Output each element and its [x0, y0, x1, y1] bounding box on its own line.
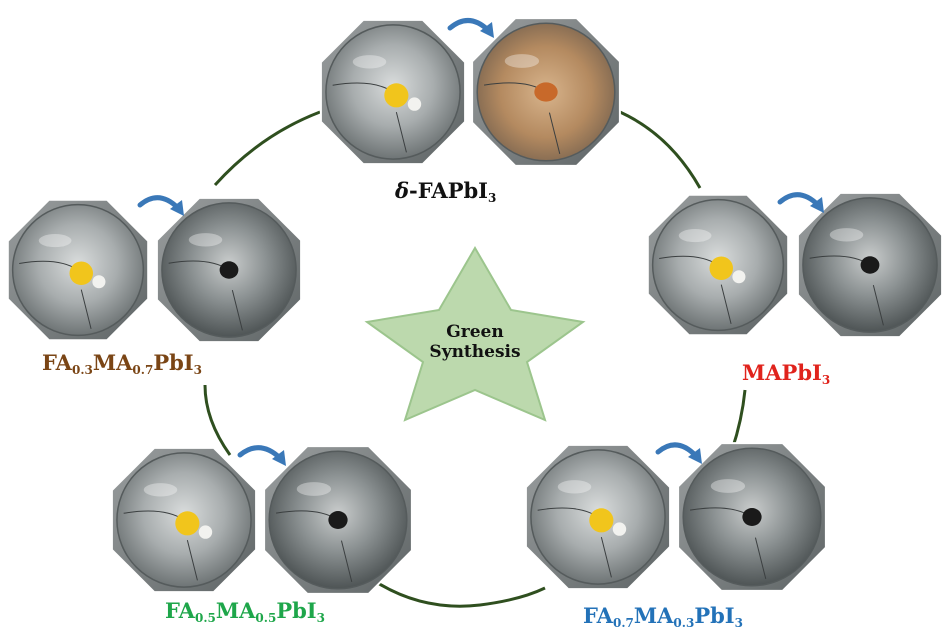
label-fa07-ma03-pbi3: FA0.7MA0.3PbI3: [583, 605, 743, 629]
arrow-shaft: [777, 192, 821, 208]
label-subscript: 0.3: [673, 616, 695, 630]
arrow-fa05: [237, 445, 286, 466]
label-subscript: 0.7: [132, 363, 154, 377]
mortar-highlight: [504, 54, 540, 68]
white-powder: [92, 275, 106, 289]
label-fa03-ma07-pbi3: FA0.3MA0.7PbI3: [42, 352, 202, 376]
mortar-highlight: [678, 229, 712, 243]
mortar-fa05-after: [263, 445, 413, 595]
black-perovskite-patch: [328, 511, 348, 529]
mortar-fa03-after: [155, 196, 303, 344]
mortar-crack: [80, 289, 92, 329]
mortar-d-fapbi3-after: [471, 17, 621, 167]
yellow-powder: [175, 511, 200, 536]
label-part: MA: [92, 350, 133, 375]
ring-segment-bottom: [369, 576, 546, 608]
arrow-head: [688, 448, 702, 464]
label-subscript: 0.3: [71, 363, 93, 377]
label-subscript: 3: [734, 616, 743, 630]
arrow-shaft: [447, 18, 491, 33]
mortar-crack: [186, 540, 198, 581]
mortar-d-fapbi3-before: [319, 18, 467, 166]
black-perovskite-patch: [742, 508, 762, 526]
label-subscript: 0.5: [194, 611, 216, 625]
black-perovskite-patch: [219, 261, 239, 279]
label-subscript: 0.5: [255, 611, 277, 625]
black-perovskite-patch: [860, 256, 880, 274]
mortar-highlight: [38, 234, 72, 248]
label-subscript: 3: [488, 191, 497, 205]
arrow-shaft: [237, 445, 283, 461]
center-label-line1: Green: [446, 322, 504, 342]
label-mapbi3: MAPbI3: [742, 362, 830, 386]
mortar-fa03-before: [6, 198, 150, 342]
arrow-fa03: [137, 195, 184, 216]
label-fa05-ma05-pbi3: FA0.5MA0.5PbI3: [165, 600, 325, 624]
mortar-crack: [548, 112, 561, 155]
ring-segment-left: [203, 384, 232, 456]
label-subscript: 0.7: [612, 616, 634, 630]
label-subscript: 3: [316, 611, 325, 625]
arrow-head: [272, 450, 286, 466]
arrow-d-fapbi3: [447, 18, 494, 38]
center-label: Green Synthesis: [425, 322, 525, 363]
green-synthesis-star: [364, 246, 586, 422]
label-part: MAPbI: [742, 360, 822, 385]
label-part: FA: [165, 598, 195, 623]
white-powder: [407, 97, 422, 111]
white-powder: [198, 525, 213, 539]
ring-segment-top-left: [213, 110, 321, 187]
ring-segment-top-right: [619, 110, 702, 189]
label-d-fapbi3: δ-FAPbI3: [395, 180, 496, 204]
arrow-shaft: [655, 442, 699, 459]
mortar-crack: [720, 284, 732, 324]
mortar-highlight: [829, 228, 864, 242]
label-subscript: 3: [193, 363, 202, 377]
mortar-crack: [395, 112, 407, 153]
label-prefix-delta: δ: [395, 178, 410, 203]
ring-segment-right: [730, 389, 747, 451]
label-part: PbI: [694, 603, 735, 628]
mortar-mapbi3-after: [796, 191, 944, 339]
orange-perovskite-patch: [534, 82, 558, 102]
mortar-fa07-after: [677, 442, 827, 592]
mortar-mapbi3-before: [646, 193, 790, 337]
mortar-fa07-before: [524, 443, 672, 591]
mortar-highlight: [557, 480, 592, 494]
arrow-head: [810, 197, 824, 213]
mortar-highlight: [188, 233, 223, 247]
center-label-line2: Synthesis: [429, 342, 521, 363]
white-powder: [612, 522, 627, 536]
mortar-highlight: [352, 55, 387, 69]
label-part: FA: [42, 350, 72, 375]
yellow-powder: [589, 508, 614, 533]
arrow-mapbi3: [777, 192, 824, 213]
yellow-powder: [384, 83, 409, 108]
label-subscript: 3: [821, 373, 831, 387]
mortar-highlight: [296, 482, 332, 496]
mortar-crack: [600, 537, 612, 578]
label-main: -FAPbI: [409, 178, 489, 203]
label-part: MA: [215, 598, 256, 623]
arrow-head: [480, 22, 494, 38]
white-powder: [732, 270, 746, 284]
arrow-shaft: [137, 195, 181, 211]
mortar-crack: [231, 290, 243, 331]
label-part: PbI: [276, 598, 317, 623]
arrow-fa07: [655, 442, 702, 464]
mortar-crack: [340, 540, 353, 583]
label-part: MA: [633, 603, 674, 628]
mortar-highlight: [710, 479, 746, 493]
mortar-fa05-before: [110, 446, 258, 594]
mortar-highlight: [143, 483, 178, 497]
label-part: FA: [583, 603, 613, 628]
yellow-powder: [709, 256, 734, 281]
mortar-crack: [754, 537, 767, 580]
connection-ring: [203, 110, 747, 608]
yellow-powder: [69, 261, 94, 286]
arrow-head: [170, 200, 184, 216]
mortar-crack: [872, 285, 884, 326]
label-part: PbI: [153, 350, 194, 375]
